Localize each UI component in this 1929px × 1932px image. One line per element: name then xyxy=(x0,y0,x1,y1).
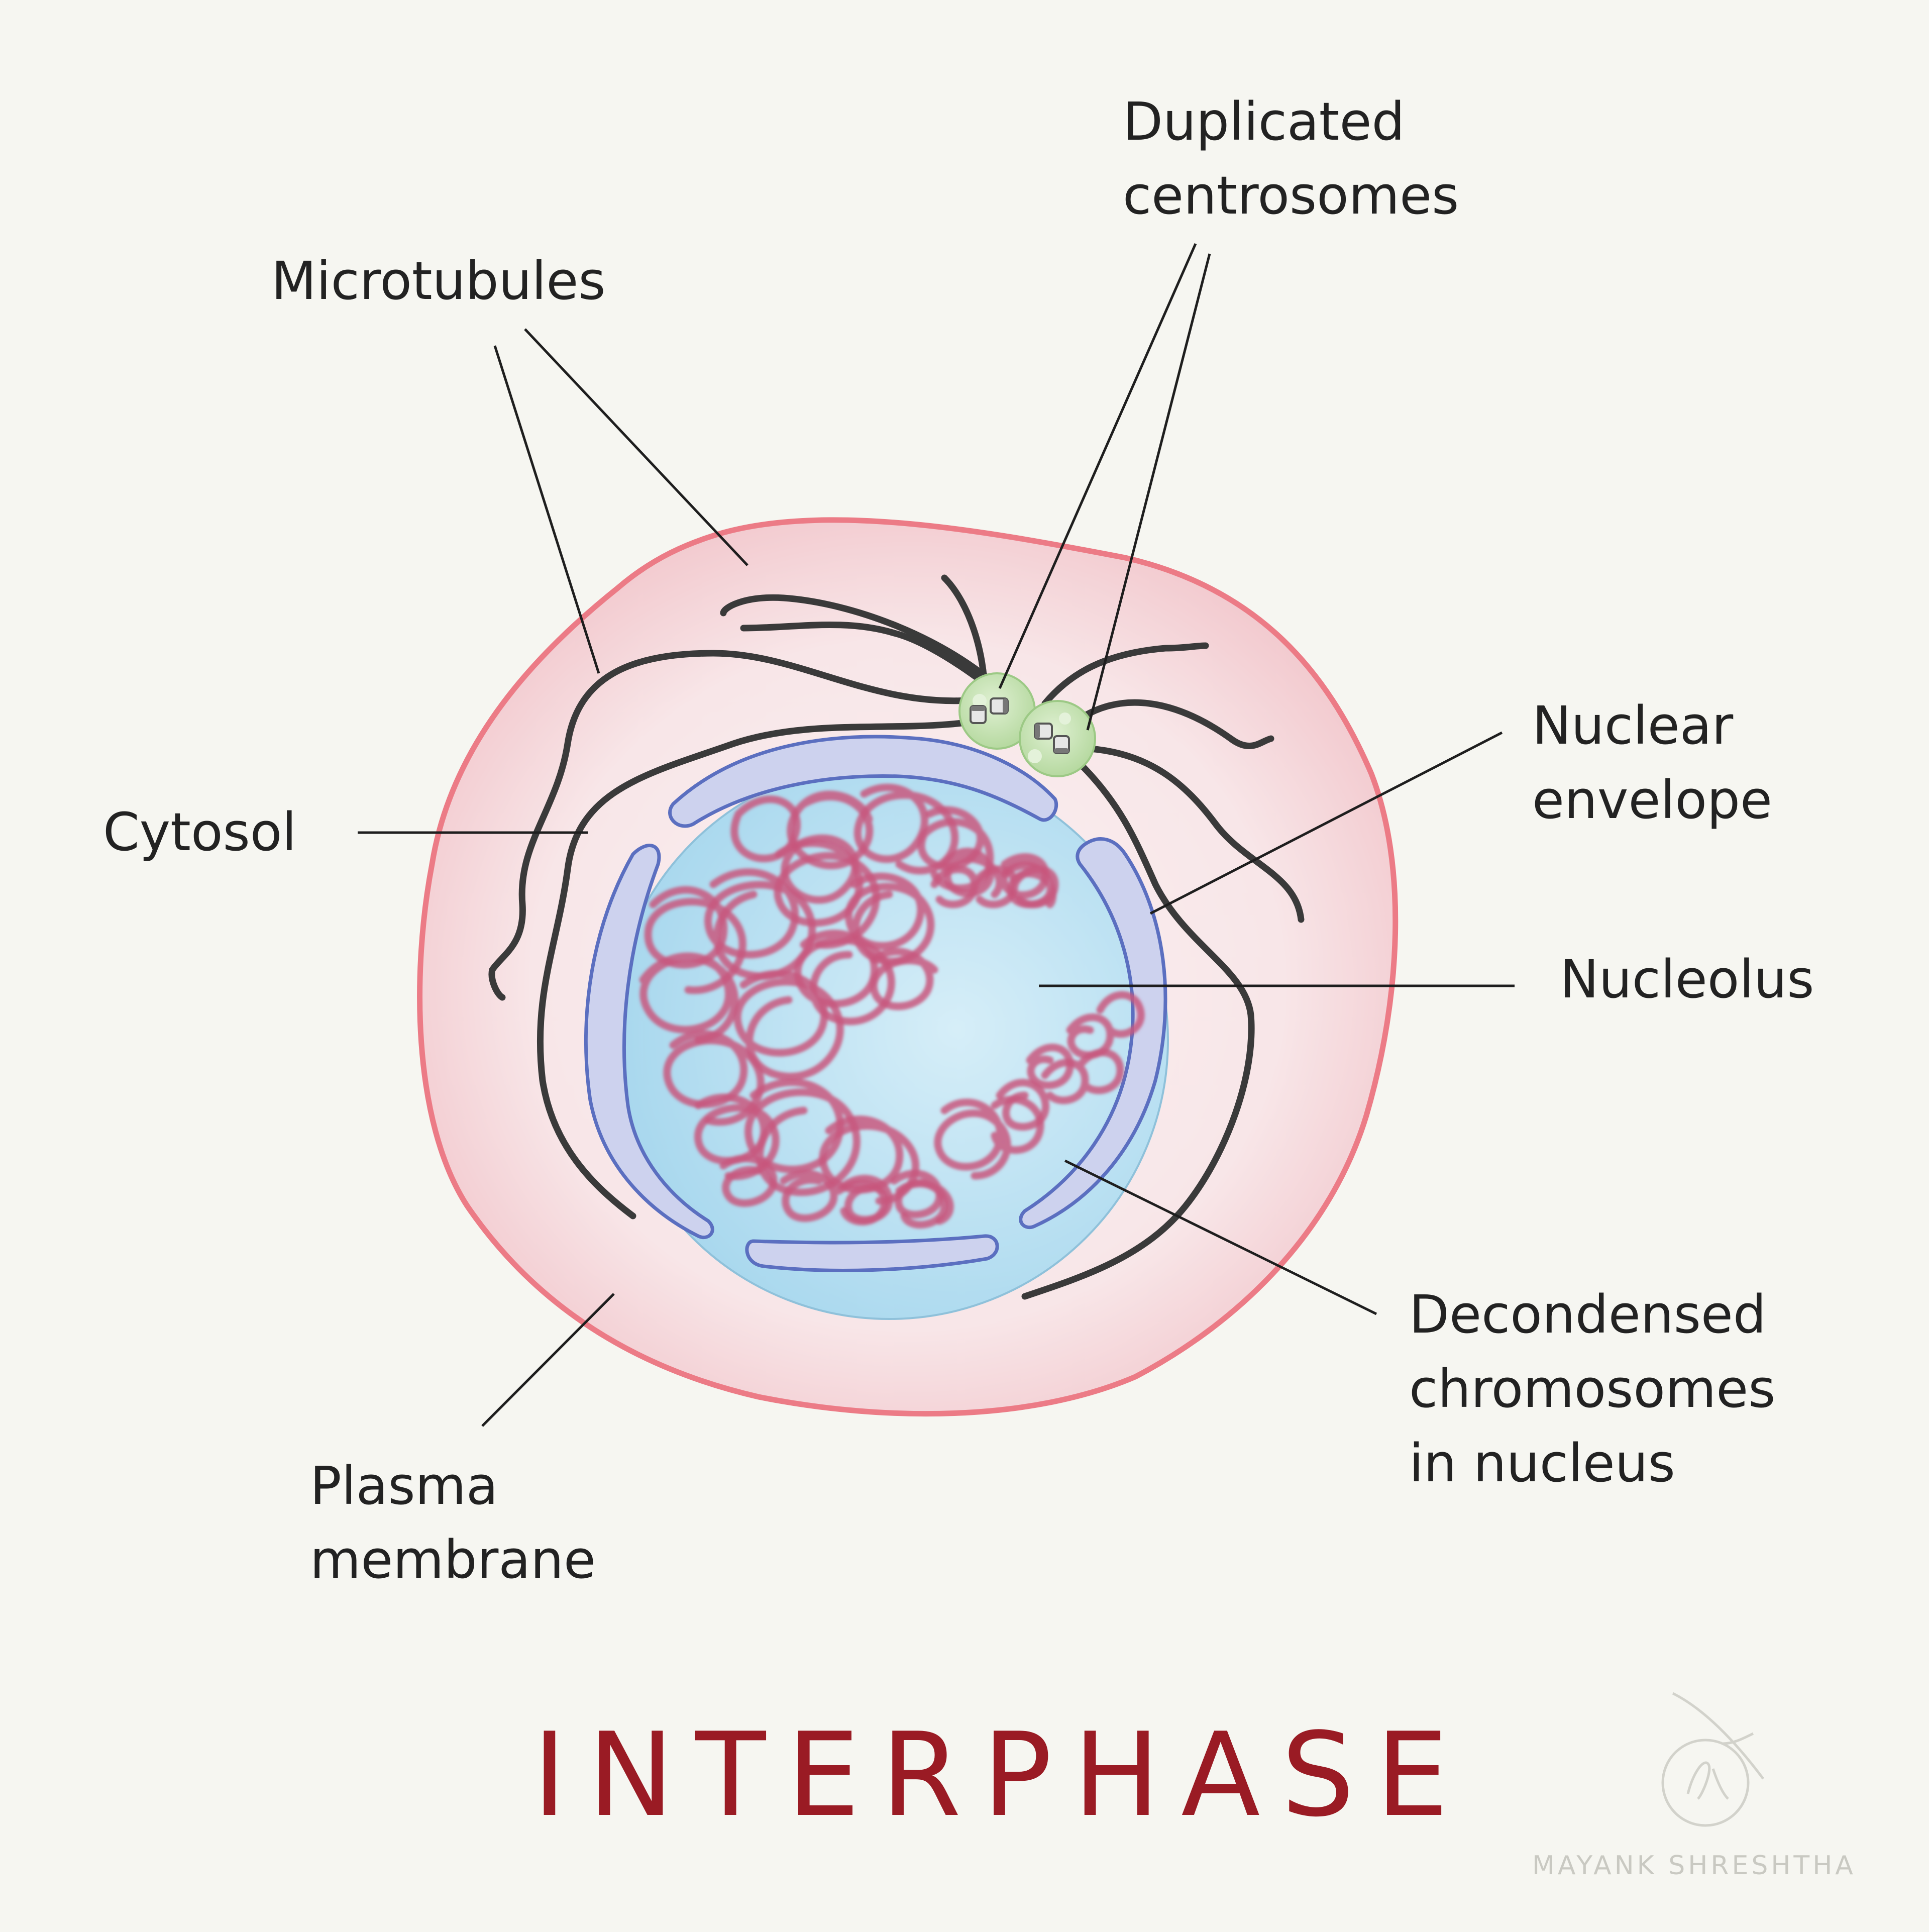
leader-microtubules-right xyxy=(524,328,748,566)
leader-lines xyxy=(358,243,1515,1427)
labels: Duplicated centrosomes Microtubules Nucl… xyxy=(103,91,1814,1590)
centriole-pair xyxy=(970,697,1009,724)
diagram-title: INTERPHASE xyxy=(532,1708,1470,1843)
leader-decondensed-chromosomes xyxy=(1064,1159,1377,1315)
label-decondensed-chromosomes-line3: in nucleus xyxy=(1409,1433,1675,1494)
label-microtubules: Microtubules xyxy=(271,250,606,312)
microtubule xyxy=(740,621,988,687)
microtubule xyxy=(488,650,993,1001)
label-duplicated-centrosomes-line2: centrosomes xyxy=(1123,165,1459,226)
nuclear-envelope-segment xyxy=(668,735,1058,828)
leader-centrosome-right xyxy=(1086,253,1211,731)
microtubule xyxy=(1077,699,1274,749)
nuclear-envelope-segment xyxy=(1019,837,1167,1230)
microtubule xyxy=(1021,760,1255,1300)
centriole-pair xyxy=(1034,723,1070,754)
watermark-name: MAYANK SHRESHTHA xyxy=(1532,1851,1856,1881)
microtubule xyxy=(1041,642,1209,707)
watermark: MAYANK SHRESHTHA xyxy=(1532,1692,1856,1881)
label-nuclear-envelope-line1: Nuclear xyxy=(1532,695,1734,756)
nuclear-envelope-segment xyxy=(745,1234,999,1272)
label-nuclear-envelope-line2: envelope xyxy=(1532,769,1772,831)
label-nucleolus: Nucleolus xyxy=(1560,949,1814,1010)
nucleus xyxy=(584,735,1169,1320)
label-plasma-membrane-line1: Plasma xyxy=(310,1455,498,1516)
leader-nuclear-envelope xyxy=(1149,731,1503,915)
leader-plasma-membrane xyxy=(481,1293,615,1427)
leader-microtubules-left xyxy=(493,345,600,674)
microtubule xyxy=(537,710,1013,1219)
decondensed-chromosomes xyxy=(639,783,1145,1229)
microtubule xyxy=(720,594,1003,692)
label-plasma-membrane-line2: membrane xyxy=(310,1529,596,1590)
signature-logo xyxy=(1661,1692,1764,1827)
nuclear-envelope-segment xyxy=(584,844,714,1240)
microtubule xyxy=(1087,745,1305,923)
duplicated-centrosomes xyxy=(958,672,1096,777)
label-decondensed-chromosomes-line2: chromosomes xyxy=(1409,1358,1775,1419)
label-duplicated-centrosomes-line1: Duplicated xyxy=(1123,91,1405,152)
microtubules xyxy=(488,574,1305,1300)
leader-centrosome-left xyxy=(998,243,1197,689)
label-decondensed-chromosomes-line1: Decondensed xyxy=(1409,1284,1766,1345)
label-cytosol: Cytosol xyxy=(103,801,296,863)
